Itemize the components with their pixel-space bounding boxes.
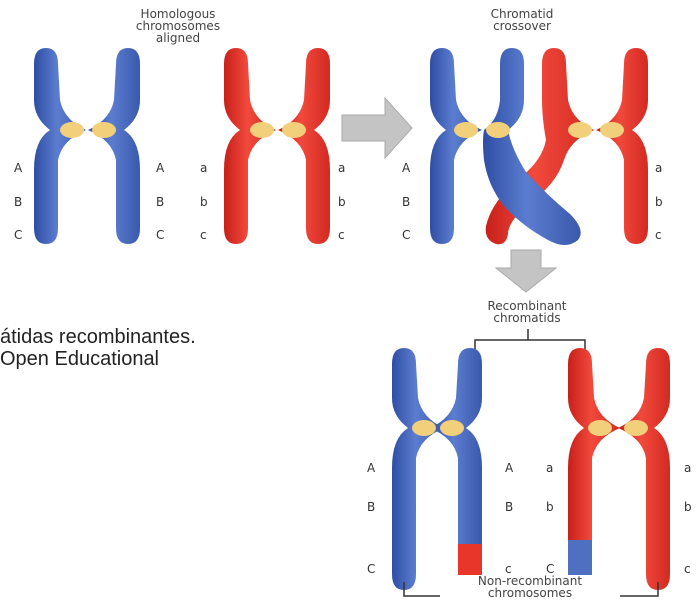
locus-label: a bbox=[546, 462, 553, 474]
locus-label: A bbox=[505, 462, 513, 474]
blue-chromosome-aligned bbox=[34, 48, 140, 244]
locus-label: A bbox=[402, 162, 410, 174]
locus-label: b bbox=[546, 501, 554, 513]
blue-chromatid-left bbox=[430, 48, 482, 244]
centromere bbox=[282, 122, 306, 138]
locus-label: c bbox=[684, 563, 691, 575]
recombinant-bracket bbox=[475, 329, 585, 355]
red-chromatid-left bbox=[224, 48, 276, 244]
centromere bbox=[412, 420, 436, 436]
locus-label: b bbox=[200, 196, 208, 208]
centromere bbox=[60, 122, 84, 138]
locus-label: a bbox=[200, 162, 207, 174]
centromere bbox=[600, 122, 624, 138]
centromere bbox=[624, 420, 648, 436]
locus-label: a bbox=[655, 162, 662, 174]
red-chromosome-aligned bbox=[224, 48, 330, 244]
body-text-line2: Open Educational bbox=[0, 346, 159, 372]
non-recombinant-caption: Non-recombinant chromosomes bbox=[440, 575, 620, 599]
locus-label: C bbox=[156, 229, 164, 241]
centromere bbox=[588, 420, 612, 436]
locus-label: c bbox=[505, 563, 512, 575]
right-arrow-icon bbox=[342, 98, 412, 158]
locus-label: a bbox=[684, 462, 691, 474]
locus-label: B bbox=[367, 501, 375, 513]
crossover-caption: Chromatid crossover bbox=[462, 8, 582, 32]
red-chromatid-right bbox=[618, 348, 670, 590]
centromere bbox=[454, 122, 478, 138]
locus-label: B bbox=[156, 196, 164, 208]
centromere bbox=[250, 122, 274, 138]
locus-label: C bbox=[402, 229, 410, 241]
blue-chromatid-left bbox=[392, 348, 444, 590]
homologous-caption: Homologous chromosomes aligned bbox=[98, 8, 258, 44]
recombinant-caption: Recombinant chromatids bbox=[452, 300, 602, 324]
centromere bbox=[92, 122, 116, 138]
locus-label: B bbox=[402, 196, 410, 208]
locus-label: B bbox=[505, 501, 513, 513]
locus-label: C bbox=[14, 229, 22, 241]
locus-label: A bbox=[156, 162, 164, 174]
locus-label: A bbox=[367, 462, 375, 474]
blue-chromatid-right bbox=[88, 48, 140, 244]
locus-label: C bbox=[546, 563, 554, 575]
centromere bbox=[486, 122, 510, 138]
locus-label: b bbox=[684, 501, 692, 513]
red-chromatid-right bbox=[278, 48, 330, 244]
centromere bbox=[568, 122, 592, 138]
locus-label: b bbox=[655, 196, 663, 208]
locus-label: B bbox=[14, 196, 22, 208]
down-arrow-icon bbox=[496, 250, 556, 292]
centromere bbox=[440, 420, 464, 436]
locus-label: b bbox=[338, 196, 346, 208]
locus-label: C bbox=[367, 563, 375, 575]
locus-label: A bbox=[14, 162, 22, 174]
locus-label: c bbox=[338, 229, 345, 241]
locus-label: c bbox=[655, 229, 662, 241]
red-chromatid-right bbox=[596, 48, 648, 244]
blue-chromosome-recombinant bbox=[392, 348, 482, 590]
locus-label: c bbox=[200, 229, 207, 241]
locus-label: a bbox=[338, 162, 345, 174]
blue-chromatid-left bbox=[34, 48, 86, 244]
red-chromosome-recombinant bbox=[568, 348, 670, 590]
